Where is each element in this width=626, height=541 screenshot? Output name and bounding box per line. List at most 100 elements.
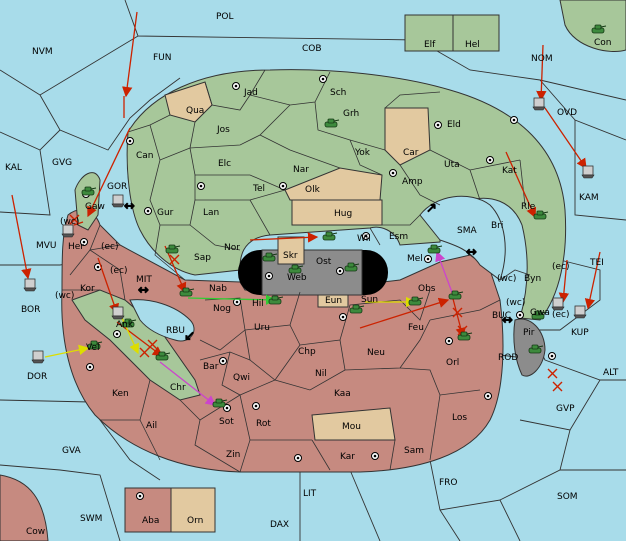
prov-ost: Ost (316, 257, 332, 267)
sea-fun: FUN (153, 53, 172, 63)
prov-lan: Lan (203, 208, 219, 218)
sea-ovd: OVD (557, 108, 577, 118)
sea-cob: COB (302, 44, 322, 54)
prov-jos: Jos (216, 125, 230, 135)
sea-bor: BOR (21, 305, 40, 315)
prov-orl: Orl (446, 358, 459, 368)
prov-bar: Bar (203, 362, 219, 372)
prov-pir: Pir (523, 328, 535, 338)
prov-uru: Uru (254, 323, 270, 333)
prov-sot: Sot (219, 417, 234, 427)
svg-text:↔: ↔ (502, 313, 513, 328)
svg-text:↔: ↔ (138, 283, 149, 298)
prov-uta: Uta (444, 160, 460, 170)
prov-jad: Jad (243, 88, 258, 98)
adjacency-arrows: ↔ ↔ ↔ ↔ ↗ ↙ (124, 199, 514, 345)
neutral-regions (164, 81, 431, 441)
sea-nom: NOM (531, 54, 553, 64)
prov-sun: Sun (361, 295, 378, 305)
prov-mou: Mou (342, 422, 361, 432)
svg-text:↔: ↔ (466, 245, 477, 260)
rbu-gulf (129, 299, 195, 342)
prov-gur: Gur (157, 208, 174, 218)
prov-kor: Kor (80, 284, 95, 294)
prov-gaw: Gaw (85, 202, 105, 212)
prov-rle: Rle (521, 202, 536, 212)
prov-ec3: (ec) (110, 266, 128, 276)
prov-kat: Kat (502, 166, 517, 176)
prov-nil: Nil (315, 369, 327, 379)
sea-sma: SMA (457, 226, 477, 236)
sea-buc: BUC (492, 311, 511, 321)
prov-olk: Olk (305, 185, 321, 195)
prov-cow: Cow (26, 527, 45, 537)
prov-rot: Rot (256, 419, 271, 429)
prov-sam: Sam (404, 446, 424, 456)
prov-esm: Esm (389, 232, 408, 242)
prov-wc1: (wc) (60, 217, 79, 227)
prov-gwa: Gwa (530, 308, 550, 318)
sea-lit: LIT (303, 489, 317, 499)
prov-hil: Hil (252, 299, 264, 309)
prov-byn: Byn (524, 274, 541, 284)
prov-ail: Ail (146, 421, 157, 431)
prov-kaa: Kaa (334, 389, 351, 399)
sea-swm: SWM (80, 514, 102, 524)
svg-text:↙: ↙ (184, 329, 195, 344)
prov-wil: Wil (357, 234, 371, 244)
prov-skr: Skr (283, 251, 298, 261)
prov-elc: Elc (218, 159, 231, 169)
prov-chp: Chp (298, 347, 316, 357)
sea-tei: TEI (589, 258, 604, 268)
sea-labels: POL NVM FUN COB NOM OVD KAL GVG GOR KAM … (5, 12, 619, 530)
prov-amp: Amp (402, 177, 423, 187)
prov-tel: Tel (252, 184, 265, 194)
prov-ec1: (ec) (101, 242, 119, 252)
land-labels: Elf Hel Con Jad Sch Qua Jos Grh Eld Can … (26, 38, 612, 537)
sea-rod: ROD (498, 353, 518, 363)
prov-ec4: (ec) (552, 310, 570, 320)
prov-ec2: (ec) (552, 262, 570, 272)
sma-inner-sea (419, 195, 506, 281)
convoy-orders (159, 250, 454, 406)
prov-ken: Ken (112, 389, 129, 399)
prov-can: Can (136, 151, 154, 161)
prov-aba: Aba (142, 516, 159, 526)
grey-center (238, 236, 388, 296)
prov-orn: Orn (187, 516, 203, 526)
prov-wc2: (wc) (497, 274, 516, 284)
province-borders (62, 69, 531, 473)
sea-mit: MIT (136, 275, 152, 285)
prov-wc4: (wc) (506, 298, 525, 308)
prov-zin: Zin (226, 450, 240, 460)
sea-mvu: MVU (36, 241, 57, 251)
island-elf-hel (404, 14, 500, 52)
prov-hel: Hel (465, 40, 480, 50)
prov-mel: Mel (407, 254, 423, 264)
sea-dax: DAX (270, 520, 289, 530)
svg-text:↗: ↗ (426, 201, 437, 216)
prov-kar: Kar (340, 452, 355, 462)
pir-peninsula (513, 318, 546, 377)
sea-nvm: NVM (32, 47, 53, 57)
prov-yok: Yok (354, 148, 371, 158)
sea-som: SOM (557, 492, 578, 502)
prov-sch: Sch (330, 88, 346, 98)
prov-obs: Obs (418, 284, 436, 294)
prov-her: Her (68, 242, 84, 252)
sea-dor: DOR (27, 372, 47, 382)
sea-alt: ALT (603, 368, 619, 378)
island-aba-orn (124, 487, 216, 533)
prov-los: Los (452, 413, 467, 423)
prov-eld: Eld (447, 120, 461, 130)
prov-sap: Sap (194, 253, 211, 263)
sea-kal: KAL (5, 163, 22, 173)
sea-pol: POL (216, 12, 234, 22)
prov-hug: Hug (334, 209, 352, 219)
prov-qua: Qua (186, 106, 204, 116)
sea-gvp: GVP (556, 404, 575, 414)
prov-bri: Bri (491, 221, 503, 231)
prov-vel: Vel (86, 343, 100, 353)
prov-ank: Ank (116, 320, 134, 330)
